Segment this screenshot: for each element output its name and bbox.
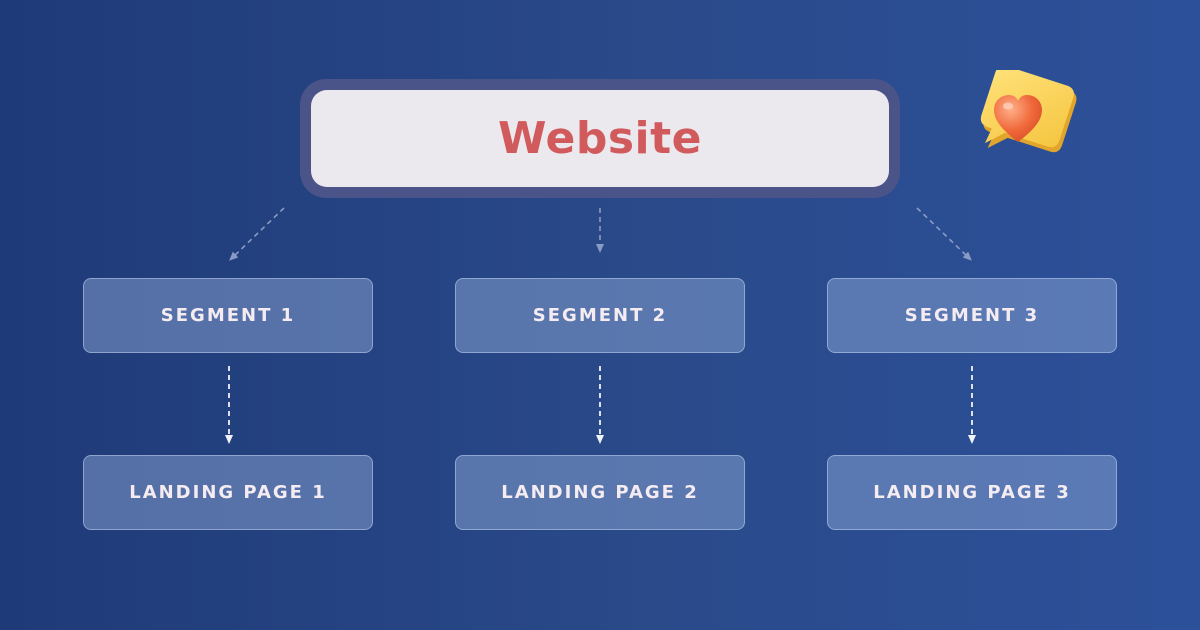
landing-page-node-1: LANDING PAGE 1 <box>83 455 373 530</box>
landing-page-node-2: LANDING PAGE 2 <box>455 455 745 530</box>
root-node-label: Website <box>498 113 702 164</box>
segment-node-label: SEGMENT 3 <box>904 305 1040 326</box>
root-node-website: Website <box>311 90 889 187</box>
segment-node-2: SEGMENT 2 <box>455 278 745 353</box>
segment-node-label: SEGMENT 1 <box>160 305 296 326</box>
landing-page-node-3: LANDING PAGE 3 <box>827 455 1117 530</box>
connector-root-to-segment-3 <box>916 207 972 261</box>
segment-node-1: SEGMENT 1 <box>83 278 373 353</box>
landing-page-node-label: LANDING PAGE 2 <box>501 482 699 503</box>
connector-root-to-segment-1 <box>229 207 285 261</box>
landing-page-node-label: LANDING PAGE 3 <box>873 482 1071 503</box>
landing-page-node-label: LANDING PAGE 1 <box>129 482 327 503</box>
heart-speech-bubble-icon <box>980 70 1077 153</box>
segment-node-3: SEGMENT 3 <box>827 278 1117 353</box>
segment-node-label: SEGMENT 2 <box>532 305 668 326</box>
